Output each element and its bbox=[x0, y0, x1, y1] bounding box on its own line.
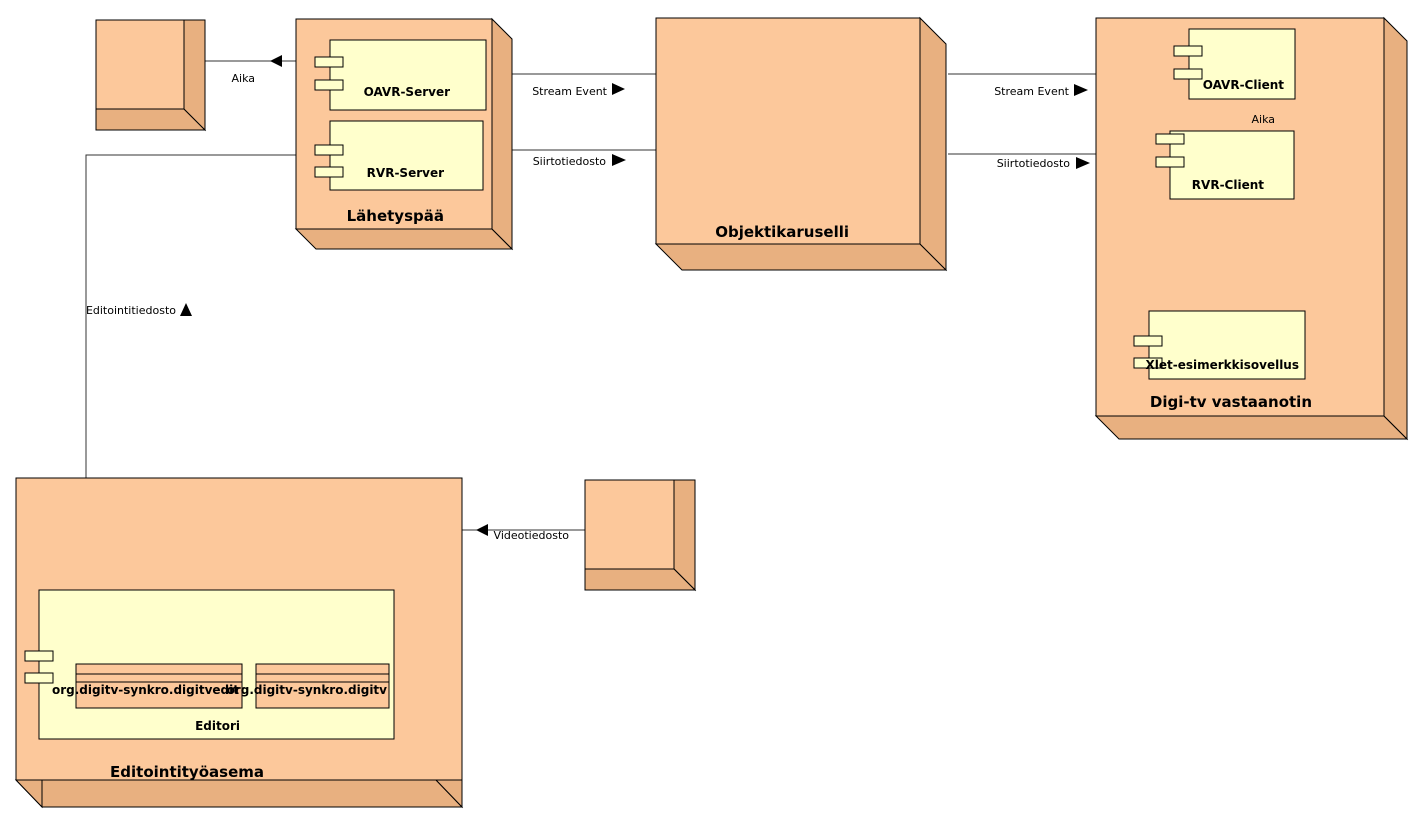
node-objektikaruselli bbox=[654, 16, 948, 272]
arrow-stream-event-client-icon bbox=[1074, 84, 1088, 96]
label-siirto-client: Siirtotiedosto bbox=[996, 157, 1070, 170]
arrow-siirto-server-icon bbox=[612, 154, 626, 166]
component-title-xlet: Xlet-esimerkkisovellus bbox=[1145, 358, 1299, 372]
label-stream-event-client: Stream Event bbox=[994, 85, 1069, 98]
component-title-rvr-server: RVR-Server bbox=[366, 166, 444, 180]
video-source-cube bbox=[584, 479, 697, 592]
arrow-aika-server-icon bbox=[270, 55, 282, 67]
time-source-cube bbox=[95, 19, 207, 132]
arrow-stream-event-server-icon bbox=[612, 83, 625, 95]
component-title-editori: Editori bbox=[195, 719, 240, 733]
label-aika-server: Aika bbox=[231, 72, 256, 85]
component-xlet bbox=[1133, 310, 1306, 380]
component-rvr-client bbox=[1155, 130, 1295, 200]
label-siirto-server: Siirtotiedosto bbox=[532, 155, 606, 168]
component-title-oavr-client: OAVR-Client bbox=[1202, 78, 1284, 92]
component-title-oavr-server: OAVR-Server bbox=[363, 85, 450, 99]
label-aika-client: Aika bbox=[1251, 113, 1276, 126]
node-title-lahetyspaa: Lähetyspää bbox=[346, 207, 444, 225]
component-oavr-server bbox=[314, 39, 487, 111]
component-oavr-client bbox=[1173, 28, 1296, 100]
package-label-digitv: org.digitv-synkro.digitv bbox=[226, 683, 387, 697]
arrow-siirto-client-icon bbox=[1076, 157, 1090, 169]
line-editointitiedosto bbox=[85, 154, 316, 478]
component-rvr-server bbox=[314, 120, 484, 191]
label-stream-event-server: Stream Event bbox=[532, 85, 607, 98]
package-label-digitvedit: org.digitv-synkro.digitvedit bbox=[51, 683, 239, 697]
component-title-rvr-client: RVR-Client bbox=[1191, 178, 1264, 192]
node-title-digitv: Digi-tv vastaanotin bbox=[1149, 393, 1312, 411]
label-editointitiedosto: Editointitiedosto bbox=[85, 304, 176, 317]
arrow-editointitiedosto-icon bbox=[180, 303, 192, 316]
arrow-videotiedosto-icon bbox=[476, 524, 488, 536]
label-videotiedosto: Videotiedosto bbox=[493, 529, 569, 542]
node-title-editointityoasema: Editointityöasema bbox=[110, 763, 264, 781]
package-digitvedit bbox=[75, 663, 243, 709]
package-digitv bbox=[255, 663, 390, 709]
node-title-objektikaruselli: Objektikaruselli bbox=[715, 223, 849, 241]
